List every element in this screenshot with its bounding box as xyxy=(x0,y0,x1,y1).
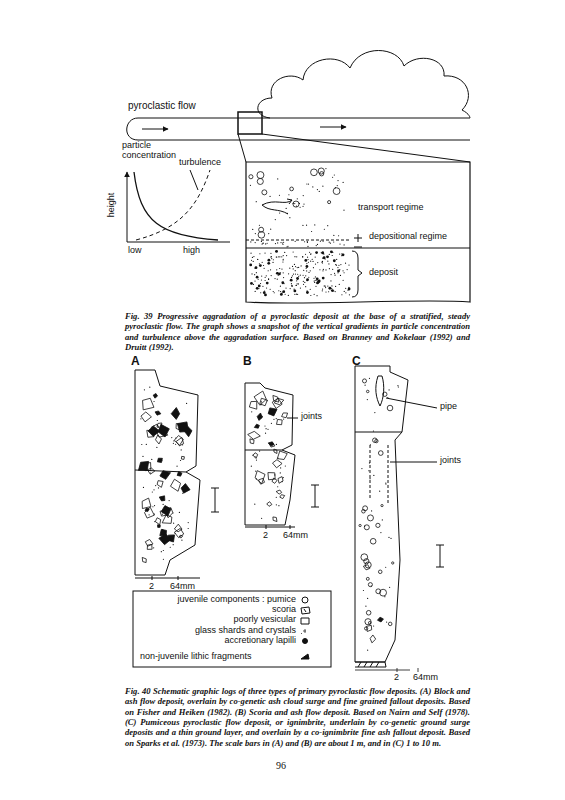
axis-label: particle concentration xyxy=(122,141,184,161)
panel-letter: B xyxy=(243,355,252,368)
leader-line xyxy=(287,418,298,419)
aggradation-surface xyxy=(246,248,470,249)
legend-box xyxy=(133,591,331,667)
figure-caption: Fig. 39 Progressive aggradation of a pyr… xyxy=(125,311,470,352)
graphic-log xyxy=(245,383,295,525)
eruption-cloud xyxy=(258,51,470,119)
grainsize-axis xyxy=(245,525,295,529)
graphic-log xyxy=(355,366,408,662)
axis-label: height xyxy=(107,193,117,218)
scale-value: 2 xyxy=(149,582,154,592)
leader-line xyxy=(190,170,198,190)
graph-axis xyxy=(127,172,128,242)
fig39-illustration xyxy=(127,51,470,304)
scale-bar xyxy=(436,545,444,567)
grainsize-axis xyxy=(355,668,418,672)
axis-label: high xyxy=(183,246,200,256)
axis-label: turbulence xyxy=(178,158,222,168)
glass-crystal-symbol xyxy=(301,629,306,634)
callout-label: joints xyxy=(301,412,322,422)
accretionary-lapilli-symbol xyxy=(303,639,308,644)
grainsize-axis xyxy=(135,576,200,580)
legend-text: accretionary lapilli xyxy=(224,636,296,646)
deposit-brace xyxy=(352,251,362,297)
page-number: 96 xyxy=(276,760,286,771)
pumice-symbol xyxy=(302,597,308,603)
texture xyxy=(138,168,399,651)
regime-label: transport regime xyxy=(357,203,425,213)
axis-label: low xyxy=(128,246,142,256)
scale-bar xyxy=(311,485,319,507)
legend-text: poorly vesicular xyxy=(233,615,296,625)
inset-line xyxy=(262,134,470,162)
scale-bar xyxy=(211,488,219,512)
legend-text: scoria xyxy=(272,605,296,615)
figure-caption: Fig. 40 Schematic graphic logs of three … xyxy=(125,686,470,748)
graph-axis xyxy=(127,242,230,243)
scale-value: 2 xyxy=(394,673,399,683)
flow-label: pyroclastic flow xyxy=(128,100,196,111)
leader-line xyxy=(390,462,437,463)
ground-layer xyxy=(355,662,386,667)
scale-value: 64mm xyxy=(283,531,308,541)
inset-line xyxy=(238,134,246,162)
inset-box xyxy=(238,112,262,134)
panel-letter: A xyxy=(131,355,140,368)
ground-layer-hatch xyxy=(358,662,379,667)
scale-value: 2 xyxy=(263,531,268,541)
regime-bracket xyxy=(354,234,362,247)
legend-text: juvenile components : pumice xyxy=(177,595,296,605)
flow-arrow xyxy=(320,127,346,128)
flow-band xyxy=(127,118,470,140)
legend-text: non-juvenile lithic fragments xyxy=(140,652,252,662)
elutriation-pipe xyxy=(376,376,384,406)
flow-arrow xyxy=(142,129,168,130)
legend-text: glass shards and crystals xyxy=(195,626,296,636)
callout-label: joints xyxy=(440,456,461,466)
graphic-log xyxy=(135,370,200,575)
poorly-vesicular-symbol xyxy=(301,618,309,624)
scale-value: 64mm xyxy=(413,673,438,683)
turbulence-curve xyxy=(136,170,210,240)
scoria-symbol xyxy=(301,607,310,614)
leader-line xyxy=(386,398,437,408)
regime-boundary xyxy=(246,240,350,241)
fig40-logs xyxy=(133,366,444,672)
joint-lines xyxy=(370,445,388,505)
callout-label: pipe xyxy=(440,402,457,412)
regime-label: depositional regime xyxy=(368,232,448,242)
unit-contact xyxy=(355,432,402,433)
lithic-symbol xyxy=(301,654,309,659)
regime-label: deposit xyxy=(368,268,399,278)
flow-section-panel xyxy=(246,162,470,303)
turbulent-eddy xyxy=(262,199,292,214)
panel-letter: C xyxy=(352,355,361,368)
scale-value: 64mm xyxy=(170,582,195,592)
